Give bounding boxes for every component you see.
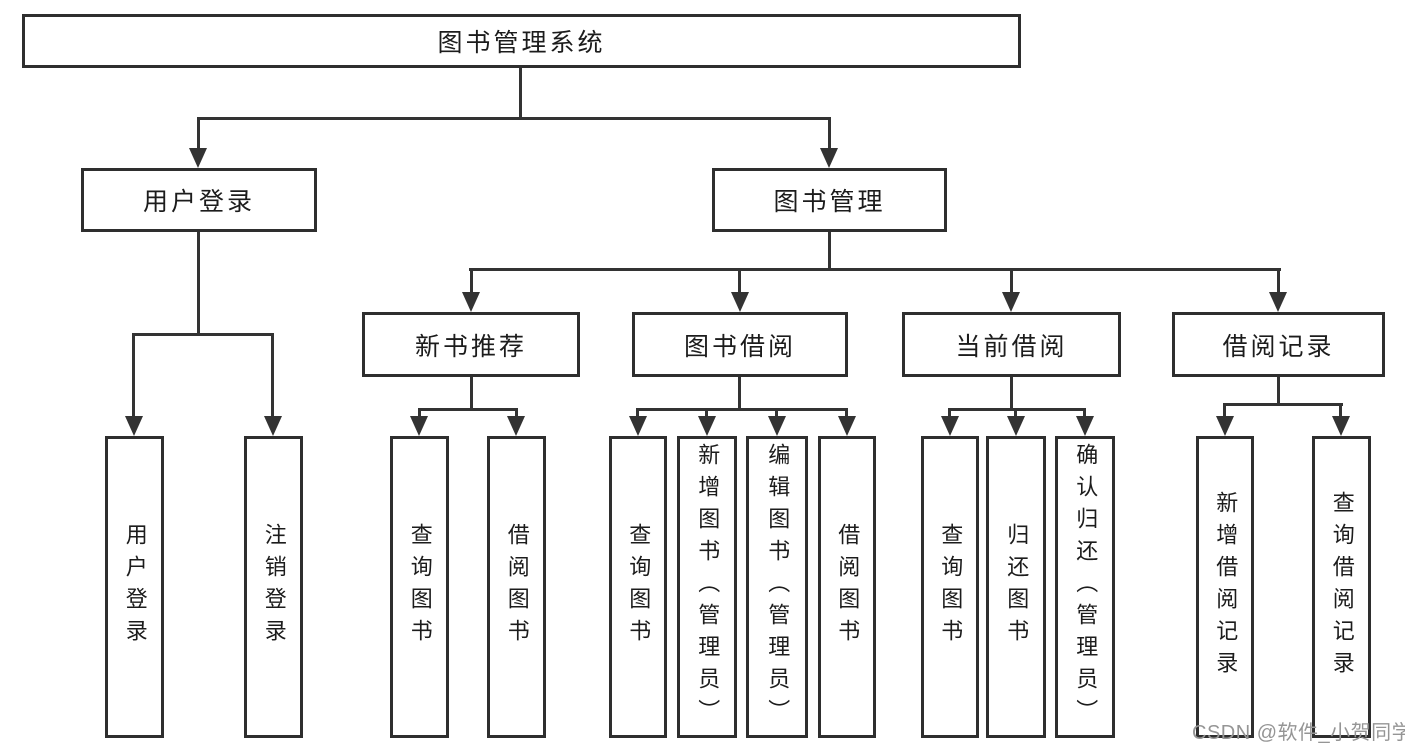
node-library-system-label: 图书管理系统 bbox=[437, 29, 606, 57]
arrowhead-to-bb-edit bbox=[768, 416, 786, 436]
arrowhead-to-nr-borrow bbox=[507, 416, 525, 436]
leaf-bb-query-books-label: 查询图书 bbox=[626, 523, 652, 651]
connector-current-borrow-rail bbox=[948, 408, 1086, 411]
connector-new-book-recommend-rail bbox=[418, 408, 518, 411]
connector-current-borrow-stem bbox=[1010, 377, 1013, 411]
arrowhead-to-book-management bbox=[820, 148, 838, 168]
connector-to-bb-borrow-stem bbox=[845, 408, 848, 418]
leaf-cb-query-books: 查询图书 bbox=[921, 436, 979, 738]
arrowhead-to-bb-query bbox=[629, 416, 647, 436]
leaf-bb-borrow-books: 借阅图书 bbox=[818, 436, 876, 738]
connector-to-br-query-stem bbox=[1339, 403, 1342, 418]
node-book-management-label: 图书管理 bbox=[773, 188, 886, 216]
leaf-logout: 注销登录 bbox=[244, 436, 303, 738]
leaf-bb-borrow-books-label: 借阅图书 bbox=[835, 523, 861, 651]
node-borrow-records: 借阅记录 bbox=[1172, 312, 1385, 377]
arrowhead-to-cb-return bbox=[1007, 416, 1025, 436]
connector-to-nr-borrow-stem bbox=[515, 408, 518, 418]
arrowhead-to-bb-borrow bbox=[838, 416, 856, 436]
connector-to-book-management-stem bbox=[828, 117, 831, 150]
arrowhead-to-br-add bbox=[1216, 416, 1234, 436]
watermark: CSDN @软件_小贺同学 bbox=[1192, 722, 1405, 744]
node-new-book-recommend: 新书推荐 bbox=[362, 312, 580, 377]
leaf-bb-add-books-admin: 新增图书（管理员） bbox=[677, 436, 737, 738]
connector-book-borrow-stem bbox=[738, 377, 741, 411]
connector-to-bb-query-stem bbox=[636, 408, 639, 418]
connector-to-cb-query-stem bbox=[948, 408, 951, 418]
arrowhead-to-new-book-recommend bbox=[462, 292, 480, 312]
connector-root-rail bbox=[197, 117, 831, 120]
node-new-book-recommend-label: 新书推荐 bbox=[414, 332, 527, 361]
connector-to-cb-return-stem bbox=[1014, 408, 1017, 418]
leaf-bb-edit-books-admin: 编辑图书（管理员） bbox=[746, 436, 808, 738]
leaf-br-query-record: 查询借阅记录 bbox=[1312, 436, 1371, 738]
connector-to-book-borrow-stem bbox=[738, 268, 741, 294]
leaf-user-login: 用户登录 bbox=[105, 436, 164, 738]
arrowhead-to-cb-confirm bbox=[1076, 416, 1094, 436]
connector-to-bb-add-stem bbox=[705, 408, 708, 418]
arrowhead-to-current-borrow bbox=[1002, 292, 1020, 312]
arrowhead-to-nr-query bbox=[410, 416, 428, 436]
leaf-bb-add-books-admin-label: 新增图书（管理员） bbox=[695, 443, 721, 731]
leaf-logout-label: 注销登录 bbox=[261, 523, 287, 651]
node-book-borrow: 图书借阅 bbox=[632, 312, 848, 377]
leaf-cb-query-books-label: 查询图书 bbox=[938, 523, 964, 651]
connector-to-user-login-stem bbox=[197, 117, 200, 150]
node-user-login-label: 用户登录 bbox=[142, 188, 255, 216]
arrowhead-to-leaf-login bbox=[125, 416, 143, 436]
node-current-borrow-label: 当前借阅 bbox=[955, 332, 1068, 361]
connector-user-login-rail bbox=[132, 333, 274, 336]
leaf-cb-return-books: 归还图书 bbox=[986, 436, 1046, 738]
connector-borrow-records-stem bbox=[1277, 377, 1280, 406]
leaf-nr-query-books: 查询图书 bbox=[390, 436, 449, 738]
arrowhead-to-leaf-logout bbox=[264, 416, 282, 436]
leaf-cb-confirm-return-admin-label: 确认归还（管理员） bbox=[1073, 443, 1099, 731]
arrowhead-to-cb-query bbox=[941, 416, 959, 436]
connector-user-login-stem bbox=[197, 232, 200, 336]
node-book-borrow-label: 图书借阅 bbox=[683, 332, 796, 361]
connector-to-bb-edit-stem bbox=[775, 408, 778, 418]
arrowhead-to-user-login bbox=[189, 148, 207, 168]
leaf-bb-edit-books-admin-label: 编辑图书（管理员） bbox=[765, 443, 791, 731]
leaf-bb-query-books: 查询图书 bbox=[609, 436, 667, 738]
leaf-user-login-label: 用户登录 bbox=[122, 523, 148, 651]
connector-to-new-book-recommend-stem bbox=[470, 268, 473, 294]
arrowhead-to-borrow-records bbox=[1269, 292, 1287, 312]
node-library-system: 图书管理系统 bbox=[22, 14, 1021, 68]
connector-to-borrow-records-stem bbox=[1277, 268, 1280, 294]
arrowhead-to-bb-add bbox=[698, 416, 716, 436]
leaf-cb-confirm-return-admin: 确认归还（管理员） bbox=[1055, 436, 1115, 738]
connector-to-leaf-login-stem bbox=[132, 333, 135, 418]
leaf-nr-borrow-books: 借阅图书 bbox=[487, 436, 546, 738]
connector-borrow-records-rail bbox=[1223, 403, 1343, 406]
connector-to-leaf-logout-stem bbox=[271, 333, 274, 418]
connector-root-stem bbox=[519, 68, 522, 120]
connector-book-borrow-rail bbox=[636, 408, 848, 411]
connector-to-br-add-stem bbox=[1223, 403, 1226, 418]
arrowhead-to-book-borrow bbox=[731, 292, 749, 312]
connector-book-management-stem bbox=[828, 232, 831, 271]
leaf-nr-borrow-books-label: 借阅图书 bbox=[504, 523, 530, 651]
leaf-br-add-record-label: 新增借阅记录 bbox=[1213, 491, 1239, 683]
leaf-cb-return-books-label: 归还图书 bbox=[1004, 523, 1030, 651]
node-user-login: 用户登录 bbox=[81, 168, 317, 232]
leaf-br-query-record-label: 查询借阅记录 bbox=[1329, 491, 1355, 683]
connector-to-cb-confirm-stem bbox=[1083, 408, 1086, 418]
connector-to-current-borrow-stem bbox=[1010, 268, 1013, 294]
connector-new-book-recommend-stem bbox=[470, 377, 473, 411]
connector-to-nr-query-stem bbox=[418, 408, 421, 418]
connector-book-management-rail bbox=[469, 268, 1281, 271]
leaf-nr-query-books-label: 查询图书 bbox=[407, 523, 433, 651]
node-borrow-records-label: 借阅记录 bbox=[1222, 332, 1335, 361]
leaf-br-add-record: 新增借阅记录 bbox=[1196, 436, 1254, 738]
arrowhead-to-br-query bbox=[1332, 416, 1350, 436]
node-current-borrow: 当前借阅 bbox=[902, 312, 1121, 377]
node-book-management: 图书管理 bbox=[712, 168, 947, 232]
